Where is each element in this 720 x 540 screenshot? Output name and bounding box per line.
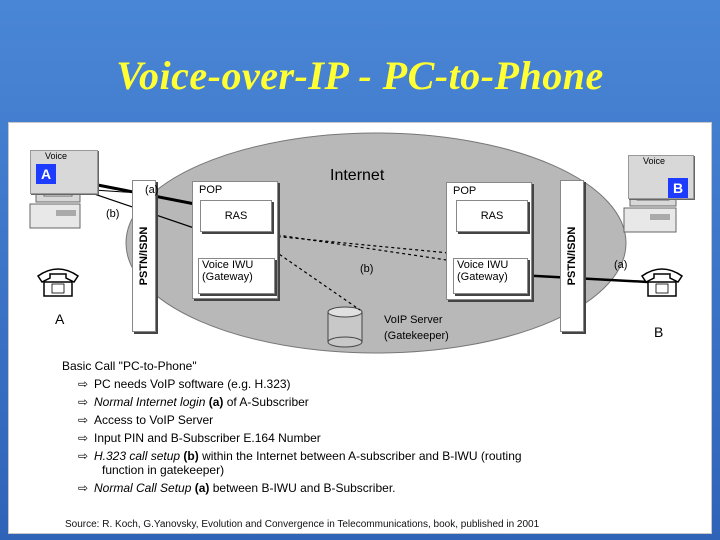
- pop-left-label: POP: [199, 184, 223, 196]
- iwu-left-line2: (Gateway): [202, 271, 253, 283]
- source-citation: Source: R. Koch, G.Yanovsky, Evolution a…: [65, 519, 540, 530]
- bullet-item: ⇨PC needs VoIP software (e.g. H.323): [78, 377, 291, 391]
- arrow-icon: ⇨: [78, 395, 89, 409]
- ras-left-label: RAS: [224, 210, 248, 222]
- iwu-right: Voice IWU (Gateway): [453, 258, 528, 294]
- bullet-item: ⇨Normal Call Setup (a) between B-IWU and…: [78, 481, 396, 495]
- ras-right: RAS: [456, 200, 528, 232]
- pc-label-a: A: [36, 164, 56, 184]
- ras-right-label: RAS: [480, 210, 504, 222]
- path-a-left: (a): [145, 184, 159, 196]
- path-a-right: (a): [614, 259, 628, 271]
- pop-right-label: POP: [453, 185, 477, 197]
- arrow-icon: ⇨: [78, 481, 89, 495]
- arrow-icon: ⇨: [78, 413, 89, 427]
- telephone-icon: [640, 268, 684, 297]
- phone-label-b: B: [654, 324, 664, 340]
- database-icon: [327, 306, 363, 348]
- iwu-right-line1: Voice IWU: [457, 259, 509, 271]
- bullet-item: ⇨Access to VoIP Server: [78, 413, 214, 427]
- slide-title: Voice-over-IP - PC-to-Phone: [116, 53, 604, 98]
- pstn-right: PSTN/ISDN: [560, 180, 584, 332]
- bullet-list: Basic Call "PC-to-Phone" ⇨PC needs VoIP …: [62, 357, 622, 497]
- phone-label-a: A: [55, 311, 65, 327]
- ras-left: RAS: [200, 200, 272, 232]
- arrow-icon: ⇨: [78, 449, 89, 463]
- voice-box-b: Voice B: [628, 155, 694, 199]
- iwu-right-line2: (Gateway): [457, 271, 508, 283]
- bullet-item: ⇨H.323 call setup (b) within the Interne…: [78, 449, 522, 463]
- path-b-left: (b): [106, 208, 120, 220]
- pstn-left: PSTN/ISDN: [132, 180, 156, 332]
- voice-label-b: Voice: [643, 156, 666, 166]
- bullet-item: ⇨Normal Internet login (a) of A-Subscrib…: [78, 395, 309, 409]
- server-line2: (Gatekeeper): [384, 330, 449, 342]
- iwu-left: Voice IWU (Gateway): [198, 258, 275, 294]
- iwu-left-line1: Voice IWU: [202, 259, 254, 271]
- voice-label-a: Voice: [45, 151, 68, 161]
- pstn-right-label: PSTN/ISDN: [566, 226, 578, 286]
- pc-label-b: B: [668, 178, 688, 198]
- bullet-item-continued: function in gatekeeper): [102, 463, 225, 477]
- internet-label: Internet: [330, 167, 385, 184]
- arrow-icon: ⇨: [78, 377, 89, 391]
- path-b-mid: (b): [360, 263, 374, 275]
- bullet-item: ⇨Input PIN and B-Subscriber E.164 Number: [78, 431, 321, 445]
- telephone-icon: [36, 268, 80, 297]
- server-line1: VoIP Server: [384, 314, 443, 326]
- arrow-icon: ⇨: [78, 431, 89, 445]
- pstn-left-label: PSTN/ISDN: [138, 226, 150, 286]
- voice-box-a: Voice A: [30, 150, 98, 194]
- bullet-heading: Basic Call "PC-to-Phone": [62, 359, 197, 373]
